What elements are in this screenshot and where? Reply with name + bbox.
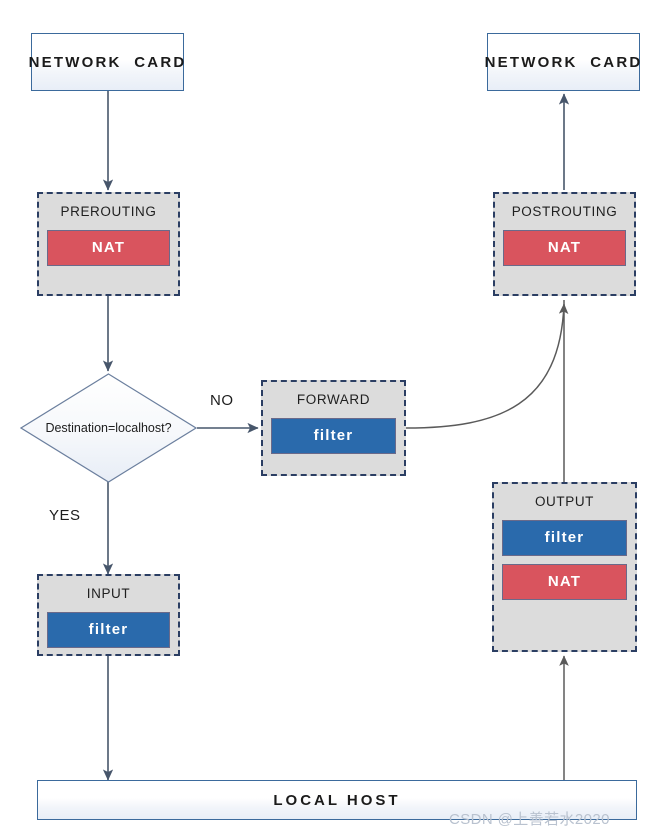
decision-label: Destination=localhost? — [45, 421, 172, 435]
chain-prerouting: PREROUTING NAT — [37, 192, 180, 296]
edge-forward-to-postrouting — [405, 303, 569, 429]
edge-label-no: NO — [210, 392, 234, 409]
table-chip-nat-postrouting: NAT — [503, 230, 626, 266]
network-card-ingress-label: NETWORK CARD — [28, 53, 187, 71]
chain-input: INPUT filter — [37, 574, 180, 656]
watermark: CSDN @上善若水2020 — [449, 811, 610, 828]
chain-postrouting-title: POSTROUTING — [511, 204, 618, 219]
chain-forward: FORWARD filter — [261, 380, 406, 476]
decision-diamond-shape — [20, 373, 197, 483]
network-card-egress: NETWORK CARD — [484, 33, 643, 91]
local-host-box: LOCAL HOST — [37, 780, 637, 820]
table-chip-nat-output: NAT — [502, 564, 627, 600]
chain-input-title: INPUT — [86, 586, 131, 601]
edge-label-yes: YES — [49, 507, 81, 524]
table-chip-filter-forward: filter — [271, 418, 396, 454]
network-card-ingress: NETWORK CARD — [28, 33, 187, 91]
table-chip-filter-output: filter — [502, 520, 627, 556]
chain-output-title: OUTPUT — [534, 494, 595, 509]
chain-forward-title: FORWARD — [296, 392, 371, 407]
chain-prerouting-title: PREROUTING — [60, 204, 157, 219]
network-card-egress-label: NETWORK CARD — [484, 53, 643, 71]
chain-postrouting: POSTROUTING NAT — [493, 192, 636, 296]
chain-output: OUTPUT filter NAT — [492, 482, 637, 652]
local-host-label: LOCAL HOST — [273, 791, 401, 809]
table-chip-filter-input: filter — [47, 612, 170, 648]
decision-destination-localhost: Destination=localhost? — [20, 373, 197, 483]
table-chip-nat-prerouting: NAT — [47, 230, 170, 266]
